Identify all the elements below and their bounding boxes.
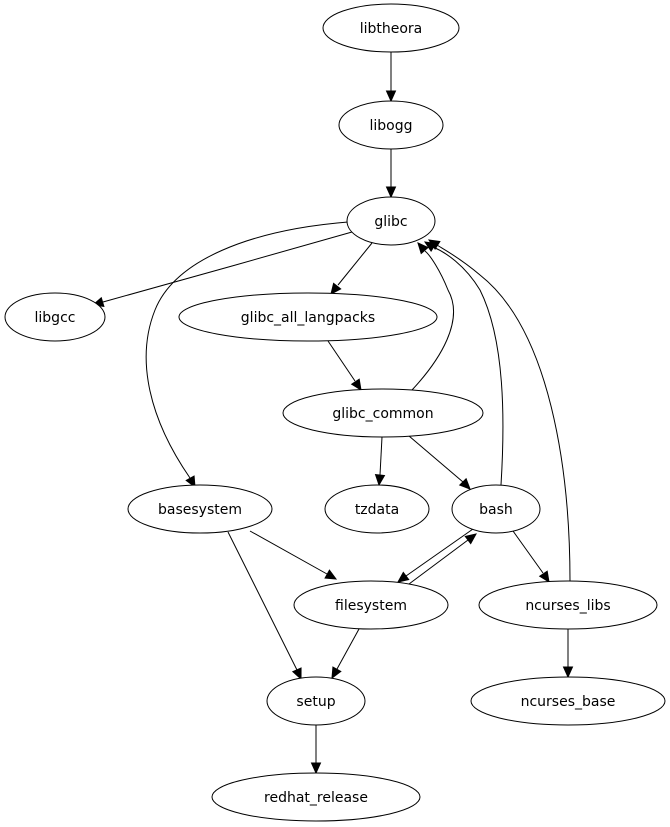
- edge-libogg-to-glibc: [385, 149, 397, 199]
- node-ncurses-base: ncurses_base: [470, 676, 666, 726]
- node-shape: [346, 196, 436, 246]
- edge-libtheora-to-libogg: [385, 52, 397, 103]
- node-glibc-all-langpacks: glibc_all_langpacks: [178, 292, 438, 342]
- edge-glibc-to-glibc_all_langpacks: [330, 242, 373, 295]
- node-glibc-common: glibc_common: [282, 388, 484, 438]
- node-redhat-release: redhat_release: [211, 772, 421, 822]
- node-shape: [322, 3, 460, 53]
- edge-bash-to-glibc: [423, 241, 504, 486]
- edge-line: [411, 250, 454, 391]
- arrowhead-icon: [458, 477, 471, 490]
- arrowhead-icon: [397, 571, 410, 583]
- edge-filesystem-to-setup: [331, 628, 360, 680]
- node-shape: [293, 580, 449, 630]
- edge-line: [512, 530, 544, 574]
- node-libgcc: libgcc: [4, 292, 106, 342]
- node-shape: [470, 676, 666, 726]
- node-label: tzdata: [355, 502, 399, 518]
- edge-filesystem-to-bash: [408, 533, 477, 585]
- node-label: ncurses_base: [521, 694, 616, 710]
- edge-bash-to-filesystem: [397, 528, 474, 583]
- edge-line: [227, 531, 298, 671]
- edge-line: [336, 628, 360, 670]
- edge-basesystem-to-setup: [227, 531, 302, 681]
- node-shape: [338, 100, 444, 150]
- edge-glibc_common-to-bash: [408, 435, 471, 490]
- node-filesystem: filesystem: [293, 580, 449, 630]
- node-label: libtheora: [360, 21, 423, 37]
- node-shape: [451, 484, 541, 534]
- edge-ncurses_libs-to-glibc: [427, 239, 571, 582]
- arrowhead-icon: [291, 667, 302, 681]
- nodes-layer: libtheora libogg glibc libgcc glibc_all_lang…: [4, 3, 666, 822]
- node-label: libogg: [369, 118, 412, 134]
- arrowhead-icon: [374, 474, 386, 487]
- edges-layer: [91, 52, 574, 775]
- arrowhead-icon: [350, 378, 362, 392]
- node-label: libgcc: [35, 310, 76, 326]
- arrowhead-icon: [324, 569, 338, 580]
- node-basesystem: basesystem: [127, 484, 273, 534]
- node-glibc: glibc: [346, 196, 436, 246]
- node-shape: [324, 484, 430, 534]
- edge-glibc-to-basesystem: [145, 221, 349, 489]
- node-shape: [211, 772, 421, 822]
- arrowhead-icon: [331, 666, 342, 680]
- edge-setup-to-redhat_release: [310, 725, 322, 775]
- node-label: basesystem: [158, 502, 242, 518]
- arrowhead-icon: [385, 186, 397, 199]
- node-label: redhat_release: [264, 790, 368, 806]
- edge-glibc_all_langpacks-to-glibc_common: [327, 340, 362, 392]
- edge-glibc_common-to-glibc: [411, 242, 454, 391]
- node-shape: [478, 580, 658, 630]
- node-ncurses-libs: ncurses_libs: [478, 580, 658, 630]
- arrowhead-icon: [538, 570, 550, 584]
- arrowhead-icon: [185, 475, 196, 489]
- edge-basesystem-to-filesystem: [249, 530, 338, 580]
- edge-line: [408, 539, 469, 585]
- edge-bash-to-ncurses_libs: [512, 530, 550, 584]
- arrowhead-icon: [464, 533, 477, 545]
- edge-line: [102, 231, 353, 303]
- edge-line: [327, 340, 356, 382]
- node-label: setup: [296, 694, 335, 710]
- edge-line: [249, 530, 328, 575]
- node-libogg: libogg: [338, 100, 444, 150]
- edge-line: [436, 244, 571, 582]
- arrowhead-icon: [417, 242, 429, 255]
- edge-glibc_common-to-tzdata: [374, 436, 386, 487]
- edge-line: [337, 242, 373, 286]
- edge-line: [408, 435, 464, 483]
- node-shape: [178, 292, 438, 342]
- node-bash: bash: [451, 484, 541, 534]
- node-shape: [4, 292, 106, 342]
- node-label: glibc: [374, 214, 407, 230]
- node-shape: [282, 388, 484, 438]
- arrowhead-icon: [330, 282, 342, 295]
- node-shape: [266, 676, 366, 726]
- edge-line: [432, 246, 504, 486]
- arrowhead-icon: [310, 762, 322, 775]
- node-label: filesystem: [335, 598, 407, 614]
- node-label: glibc_all_langpacks: [241, 310, 375, 326]
- node-libtheora: libtheora: [322, 3, 460, 53]
- node-label: glibc_common: [332, 406, 433, 422]
- edge-ncurses_libs-to-ncurses_base: [562, 629, 574, 679]
- node-label: ncurses_libs: [525, 598, 610, 614]
- node-tzdata: tzdata: [324, 484, 430, 534]
- node-setup: setup: [266, 676, 366, 726]
- arrowhead-icon: [427, 239, 441, 251]
- edge-line: [145, 221, 349, 479]
- arrowhead-icon: [562, 666, 574, 679]
- arrowhead-icon: [385, 90, 397, 103]
- edge-line: [405, 528, 474, 577]
- node-shape: [127, 484, 273, 534]
- edge-line: [379, 436, 383, 476]
- node-label: bash: [479, 502, 513, 518]
